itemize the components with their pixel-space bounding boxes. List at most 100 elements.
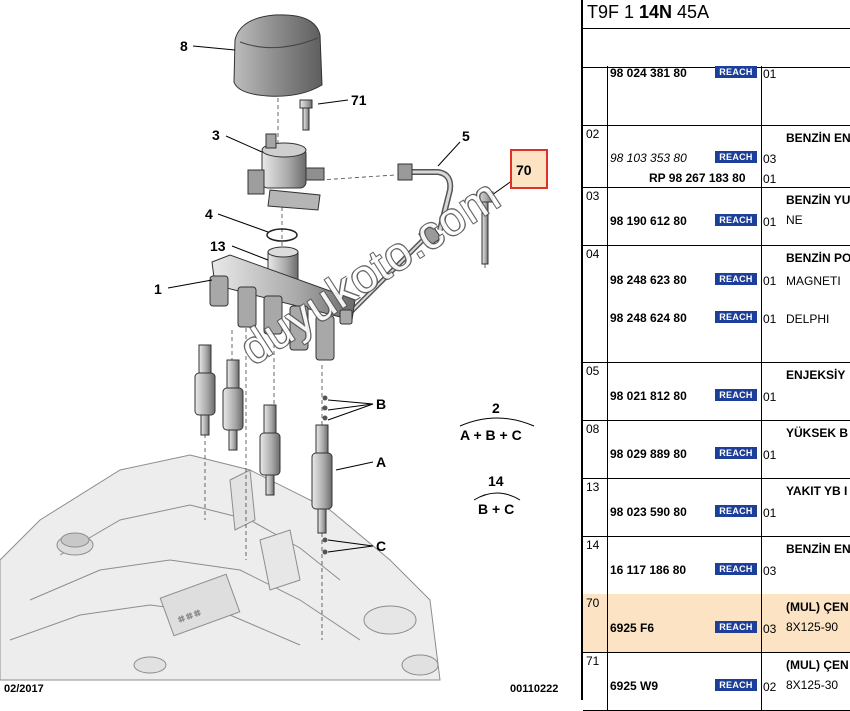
col-index	[583, 125, 608, 187]
row-index: 13	[586, 480, 600, 494]
part-number: RP 98 267 183 80	[649, 171, 746, 185]
part-number: 98 024 381 80	[610, 66, 687, 80]
table-row[interactable]: 04 98 248 623 80 REACH 01 MAGNETI 98 248 624 …	[583, 245, 850, 363]
quantity: 01	[763, 506, 777, 520]
quantity: 03	[763, 564, 777, 578]
part-number: 6925 W9	[610, 679, 659, 693]
part-o-ring	[266, 228, 298, 242]
callout-A: A	[376, 454, 386, 470]
callout-2: 2	[492, 400, 500, 416]
part-cover	[233, 14, 323, 97]
quantity: 02	[763, 680, 777, 694]
part-fuel-pipe	[343, 163, 454, 320]
quantity: 01	[763, 312, 777, 326]
part-description: YAKIT YB I	[786, 484, 848, 498]
reach-badge: REACH	[715, 311, 757, 323]
callout-4: 4	[205, 206, 213, 222]
col-index	[583, 362, 608, 420]
engine-block-illustration: ⌗ ⌗ ⌗	[0, 454, 441, 681]
part-number: 98 103 353 80	[610, 151, 687, 165]
col-reference	[607, 125, 762, 187]
quantity: 01	[763, 390, 777, 404]
part-description: ENJEKSİY	[786, 368, 846, 382]
row-index: 71	[586, 654, 600, 668]
part-number: 98 248 623 80	[610, 273, 687, 287]
row-index: 03	[586, 189, 600, 203]
row-index: 70	[586, 596, 600, 610]
quantity: 03	[763, 622, 777, 636]
part-number: 98 023 590 80	[610, 505, 687, 519]
model-code: T9F 1 14N 45A	[587, 2, 709, 23]
reach-badge: REACH	[715, 66, 757, 78]
col-reference	[607, 362, 762, 420]
reach-badge: REACH	[715, 389, 757, 401]
quantity: 01	[763, 215, 777, 229]
col-reference	[607, 536, 762, 594]
part-pump	[247, 133, 325, 211]
supplier-note: DELPHI	[786, 312, 830, 326]
row-index: 02	[586, 127, 600, 141]
part-bolt-short	[299, 99, 313, 131]
col-reference	[607, 478, 762, 536]
part-injectors	[194, 344, 333, 534]
callout-B: B	[376, 396, 386, 412]
callout-71: 71	[351, 92, 367, 108]
col-index	[583, 66, 608, 125]
col-index	[583, 245, 608, 362]
footer-date: 02/2017	[4, 683, 44, 695]
reach-badge: REACH	[715, 621, 757, 633]
callout-a-b-c: A + B + C	[460, 427, 522, 443]
part-number: 6925 F6	[610, 621, 655, 635]
col-reference	[607, 245, 762, 362]
quantity: 01	[763, 448, 777, 462]
col-reference	[607, 420, 762, 478]
callout-b-c: B + C	[478, 501, 514, 517]
quantity: 01	[763, 172, 777, 186]
brace-14	[473, 492, 521, 501]
part-number: 98 190 612 80	[610, 214, 687, 228]
reach-badge: REACH	[715, 447, 757, 459]
brace-2	[459, 417, 535, 427]
reach-badge: REACH	[715, 679, 757, 691]
part-fuel-rail	[209, 254, 356, 361]
col-index	[583, 420, 608, 478]
col-index	[583, 652, 608, 710]
col-index	[583, 187, 608, 245]
part-number: 98 248 624 80	[610, 311, 687, 325]
reach-badge: REACH	[715, 273, 757, 285]
col-reference	[607, 66, 762, 125]
reach-badge: REACH	[715, 563, 757, 575]
part-description: BENZİN PO	[786, 251, 850, 265]
callout-1: 1	[154, 281, 162, 297]
part-description: (MUL) ÇEN	[786, 658, 849, 672]
table-row[interactable]: 70 6925 F6 REACH 03 (MUL) ÇEN 8X125-90	[583, 594, 850, 653]
part-description: (MUL) ÇEN	[786, 600, 849, 614]
part-bolt-long	[476, 191, 494, 265]
col-reference	[607, 187, 762, 245]
part-number: 98 021 812 80	[610, 389, 687, 403]
leader-lines	[167, 45, 514, 553]
part-description: BENZİN EN	[786, 131, 850, 145]
part-number: 98 029 889 80	[610, 447, 687, 461]
supplier-note: MAGNETI	[786, 274, 841, 288]
parts-panel: T9F 1 14N 45A 98 024 381 80 REACH 01 02 98 1…	[581, 0, 850, 711]
callout-5: 5	[462, 128, 470, 144]
part-description: 8X125-90	[786, 620, 839, 634]
row-index: 04	[586, 247, 600, 261]
callout-70: 70	[516, 162, 532, 178]
part-number: 16 117 186 80	[610, 563, 687, 577]
col-index	[583, 536, 608, 594]
table-header-band	[583, 28, 850, 68]
diagram-drawing: ⌗ ⌗ ⌗	[0, 14, 548, 681]
parts-diagram: ⌗ ⌗ ⌗	[0, 14, 558, 695]
part-tappet	[267, 246, 299, 281]
quantity: 03	[763, 152, 777, 166]
